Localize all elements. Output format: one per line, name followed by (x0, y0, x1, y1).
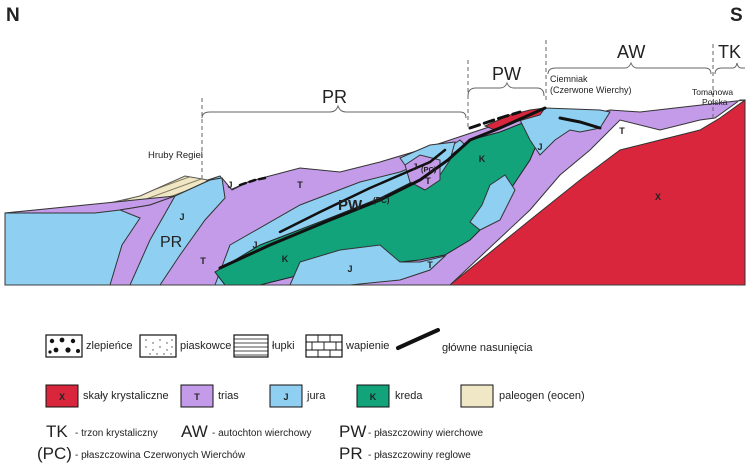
limestone-bricks (306, 335, 342, 357)
swatch-crystalline (45, 384, 79, 408)
swatch-crystalline-symbol: X (59, 392, 65, 402)
section-symbols: X T J K T J K J T J T J T J (179, 126, 661, 274)
abbr-pc-desc: - płaszczowina Czerwonych Wierchów (75, 450, 246, 461)
swatch-kreda (356, 384, 390, 408)
swatch-trias (180, 384, 214, 408)
jura-summit (519, 107, 611, 156)
abbr-aw: AW (181, 422, 208, 441)
swatch-jura (269, 384, 303, 408)
compass-north: N (6, 5, 20, 26)
symbol-t-right: T (619, 126, 625, 136)
symbol-j-lower: J (347, 264, 352, 274)
trias-pc-block (404, 154, 441, 191)
unit-label-aw: AW (617, 42, 645, 62)
symbol-j-summit: J (537, 142, 542, 152)
label-pw-center: PW (338, 197, 363, 214)
legend-item-limestone (305, 334, 343, 358)
thrust-line-left (238, 176, 267, 187)
thrust-line-summit (468, 110, 522, 130)
thrust-line-upper (278, 148, 447, 234)
legend-label-kreda: kreda (395, 390, 423, 402)
legend-item-shale (233, 334, 269, 358)
symbol-t-far-left: T (200, 256, 206, 266)
abbr-pw-desc: - płaszczowiny wierchowe (368, 428, 484, 439)
legend-label-crystalline: skały krystaliczne (83, 390, 169, 402)
unit-label-pr: PR (322, 87, 347, 107)
label-pr-left: PR (160, 234, 182, 251)
symbol-x-core: X (655, 192, 661, 202)
conglomerate-pebbles (48, 337, 80, 354)
unit-label-pw: PW (492, 64, 521, 84)
symbol-j-hruby: J (227, 180, 232, 190)
swatch-jura-symbol: J (283, 392, 288, 402)
swatch-trias-symbol: T (194, 392, 200, 402)
legend-colors: X T J K (45, 384, 494, 408)
symbol-t-pc: T (425, 176, 431, 186)
label-pc-sub: (PC) (373, 196, 390, 205)
place-ciemniak: Ciemniak (550, 74, 588, 84)
abbr-aw-desc: - autochton wierchowy (212, 428, 312, 439)
abbr-pw: PW (339, 422, 367, 441)
legend-label-sandstone: piaskowce (180, 340, 232, 352)
symbol-t-left: T (297, 180, 303, 190)
place-ciemniak-sub: (Czerwone Wierchy) (550, 85, 632, 95)
legend-label-paleogen: paleogen (eocen) (499, 390, 585, 402)
abbr-tk-desc: - trzon krystaliczny (75, 428, 158, 439)
legend-label-limestone: wapienie (346, 340, 390, 352)
place-tomanowa-1: Tomanowa (692, 87, 733, 97)
pw-brace (467, 81, 545, 97)
symbol-j-middle: J (252, 240, 257, 250)
abbr-pr-desc: - płaszczowiny reglowe (368, 450, 471, 461)
abbr-tk: TK (46, 422, 68, 441)
unit-braces (201, 40, 745, 180)
tk-brace (714, 62, 745, 75)
symbol-k-top: K (479, 154, 486, 164)
place-hruby-regiel: Hruby Regiel (148, 150, 203, 161)
label-pc-small: (PC) (421, 165, 437, 174)
shale-swatch (233, 334, 269, 358)
place-tomanowa-2: Polska (702, 97, 728, 107)
legend-lithology (45, 328, 440, 358)
symbol-j-pc: J (412, 162, 417, 172)
legend-label-shale: łupki (272, 340, 295, 352)
unit-label-tk: TK (718, 42, 741, 62)
symbol-k-middle: K (282, 254, 289, 264)
legend-item-sandstone (139, 334, 177, 358)
abbr-pr: PR (339, 444, 363, 463)
thrust-line-summit-2 (558, 116, 602, 130)
symbol-j-left: J (179, 212, 184, 222)
symbol-t-lower: T (427, 260, 433, 270)
swatch-kreda-symbol: K (370, 392, 377, 402)
legend-label-jura: jura (307, 390, 326, 402)
main-thrusts (218, 106, 602, 270)
shale-lines (234, 338, 268, 356)
jura-inner-lens (469, 174, 516, 231)
crystalline-core (448, 99, 746, 286)
abbr-pc: (PC) (37, 444, 72, 463)
aw-brace (547, 61, 712, 75)
legend-item-conglomerate (45, 334, 83, 358)
sandstone-swatch (139, 334, 177, 358)
legend-label-conglomerate: zlepieńce (86, 340, 133, 352)
thrust-line-lower (218, 106, 547, 270)
thrust-legend-line (396, 328, 440, 350)
sandstone-dots (145, 339, 173, 355)
conglomerate-swatch (45, 334, 83, 358)
legend-label-main-thrusts: główne nasunięcia (442, 342, 533, 354)
compass-south: S (730, 5, 743, 26)
legend-label-trias: trias (218, 390, 239, 402)
section-body (4, 99, 746, 286)
pr-brace (201, 104, 467, 119)
swatch-paleogen (460, 384, 494, 408)
